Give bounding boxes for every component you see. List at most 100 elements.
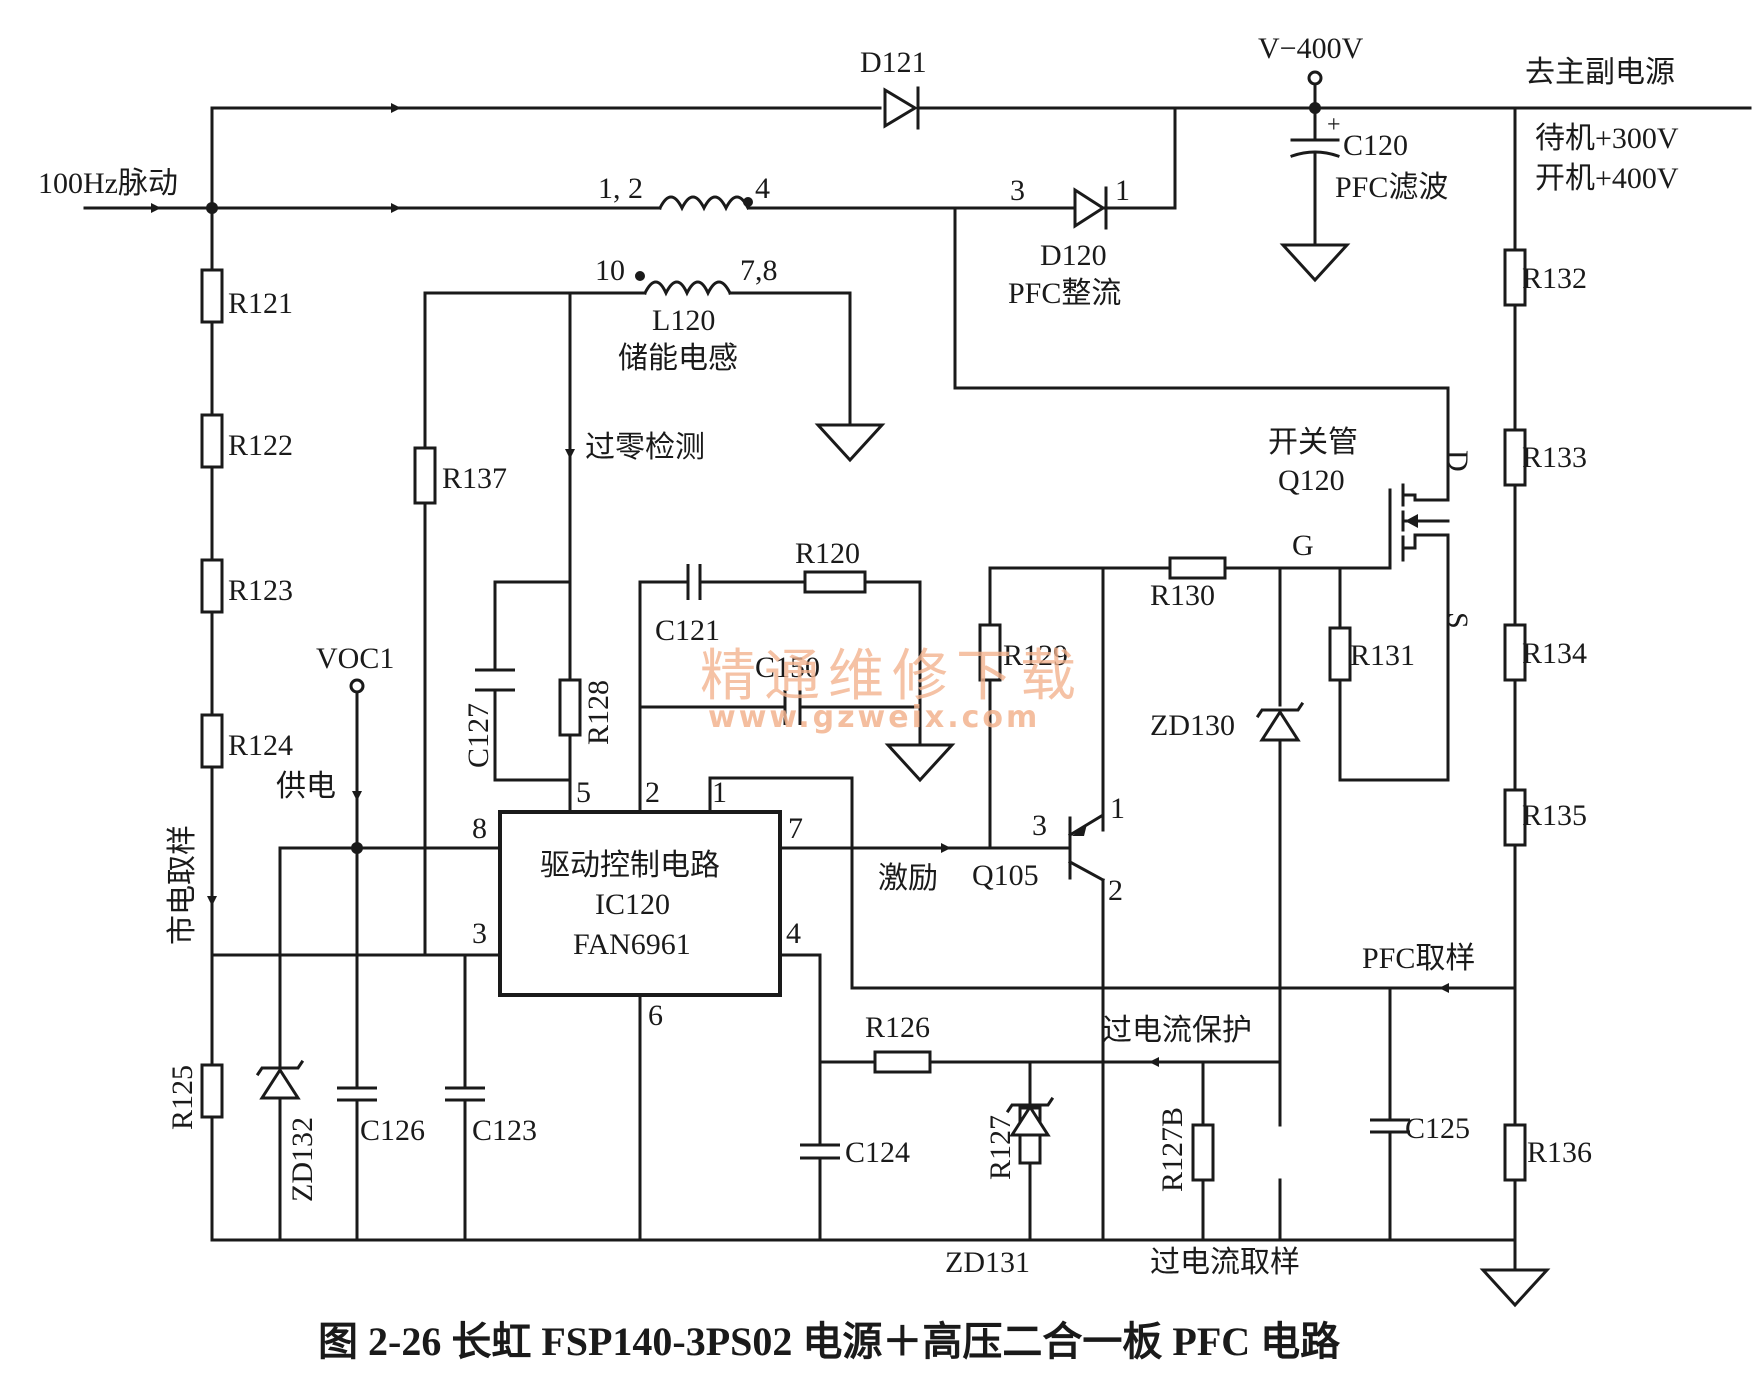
pin-7: 7	[788, 812, 803, 845]
resistor-r120	[803, 570, 867, 594]
label-l120-desc: 储能电感	[618, 342, 738, 375]
label-c126: C126	[360, 1114, 425, 1147]
junctions	[206, 102, 1321, 854]
label-r120: R120	[795, 537, 860, 570]
resistor-r128	[558, 678, 582, 737]
resistor-r130	[1168, 556, 1227, 580]
label-zd131: ZD131	[945, 1246, 1030, 1279]
label-r131: R131	[1350, 639, 1415, 672]
resistor-r135	[1503, 788, 1527, 847]
ic-line3: FAN6961	[573, 928, 691, 961]
label-output: 去主副电源	[1525, 56, 1675, 89]
label-r134: R134	[1522, 637, 1587, 670]
pin-6: 6	[648, 999, 663, 1032]
svg-text:+: +	[1327, 112, 1341, 138]
resistor-r127b	[1191, 1123, 1215, 1182]
diode-d121	[883, 86, 920, 130]
zener-zd130	[1255, 701, 1305, 742]
mosfet-q120	[1388, 483, 1450, 570]
label-c123: C123	[472, 1114, 537, 1147]
ground-symbols	[814, 243, 1551, 1308]
pin-q-d: D	[1441, 450, 1474, 472]
resistor-r134	[1503, 623, 1527, 682]
label-c121: C121	[655, 614, 720, 647]
label-r123: R123	[228, 574, 293, 607]
pin-3: 3	[472, 917, 487, 950]
pin-2: 2	[645, 776, 660, 809]
label-zd132: ZD132	[286, 1117, 319, 1202]
pin-d-1: 1	[1115, 174, 1130, 207]
label-standby: 待机+300V	[1535, 122, 1679, 155]
terminal-voc1	[349, 678, 365, 694]
label-c120: C120	[1343, 129, 1408, 162]
label-r132: R132	[1522, 262, 1587, 295]
label-v400: V−400V	[1258, 32, 1364, 65]
label-r125: R125	[166, 1065, 199, 1130]
ic-line1: 驱动控制电路	[540, 849, 720, 882]
resistor-r136	[1503, 1123, 1527, 1182]
label-r121: R121	[228, 287, 293, 320]
resistors	[200, 248, 1527, 1182]
resistor-r132	[1503, 248, 1527, 307]
label-c127: C127	[462, 703, 495, 768]
resistor-r133	[1503, 428, 1527, 487]
pin-t-1: 1	[1110, 792, 1125, 825]
label-r128: R128	[582, 680, 615, 745]
label-excite: 激励	[878, 862, 938, 895]
label-c150: C150	[755, 651, 820, 684]
label-r122: R122	[228, 429, 293, 462]
capacitor-c127	[475, 668, 515, 692]
label-on: 开机+400V	[1535, 162, 1679, 195]
label-r126: R126	[865, 1011, 930, 1044]
label-d120-desc: PFC整流	[1008, 277, 1121, 310]
label-mains-sample: 市电取样	[166, 825, 199, 945]
resistor-r131	[1328, 626, 1352, 682]
labels: 100Hz脉动 去主副电源 V−400V 待机+300V 开机+400V VOC…	[38, 32, 1679, 1364]
capacitor-c150	[783, 690, 802, 725]
label-c125: C125	[1405, 1112, 1470, 1145]
capacitor-c125	[1370, 1118, 1410, 1134]
inductor-l120-primary	[657, 195, 753, 212]
label-pfc-sample: PFC取样	[1362, 942, 1475, 975]
label-r130: R130	[1150, 579, 1215, 612]
pin-l-12: 1, 2	[598, 172, 643, 205]
watermark: 精通维修下载 www.gzweix.com	[700, 644, 1084, 735]
pin-q-s: S	[1441, 612, 1474, 629]
pin-q-g: G	[1292, 529, 1314, 562]
label-r124: R124	[228, 729, 293, 762]
resistor-r124	[200, 713, 224, 769]
label-q120: Q120	[1278, 464, 1345, 497]
label-c120-desc: PFC滤波	[1335, 171, 1448, 204]
label-c124: C124	[845, 1136, 910, 1169]
label-r135: R135	[1522, 799, 1587, 832]
label-supply: 供电	[276, 770, 336, 803]
capacitor-c121	[686, 564, 702, 600]
zener-zd132	[255, 1059, 305, 1100]
resistor-r123	[200, 558, 224, 614]
transistor-q105	[1067, 798, 1106, 883]
pin-5: 5	[576, 776, 591, 809]
label-r129: R129	[1003, 639, 1068, 672]
pin-l-78: 7,8	[740, 254, 778, 287]
label-l120: L120	[652, 304, 715, 337]
diode-d120	[1073, 186, 1108, 230]
resistor-r121	[200, 268, 224, 324]
label-zero-detect: 过零检测	[585, 431, 705, 464]
ground-c120	[1279, 243, 1351, 283]
inductor-l120-secondary	[635, 271, 733, 297]
resistor-r129	[978, 623, 1002, 682]
capacitor-c126	[337, 1086, 377, 1102]
label-r137: R137	[442, 462, 507, 495]
ic-line2: IC120	[595, 888, 670, 921]
zener-zd131	[1005, 1060, 1055, 1137]
ground-c150	[884, 743, 956, 783]
capacitors	[337, 564, 1410, 1160]
wires	[83, 76, 1752, 1272]
capacitor-c124	[800, 1143, 840, 1160]
pin-1: 1	[712, 776, 727, 809]
resistor-r122	[200, 413, 224, 469]
watermark-cn: 精通维修下载	[700, 644, 1084, 709]
label-r136: R136	[1527, 1136, 1592, 1169]
label-voc1: VOC1	[316, 642, 394, 675]
